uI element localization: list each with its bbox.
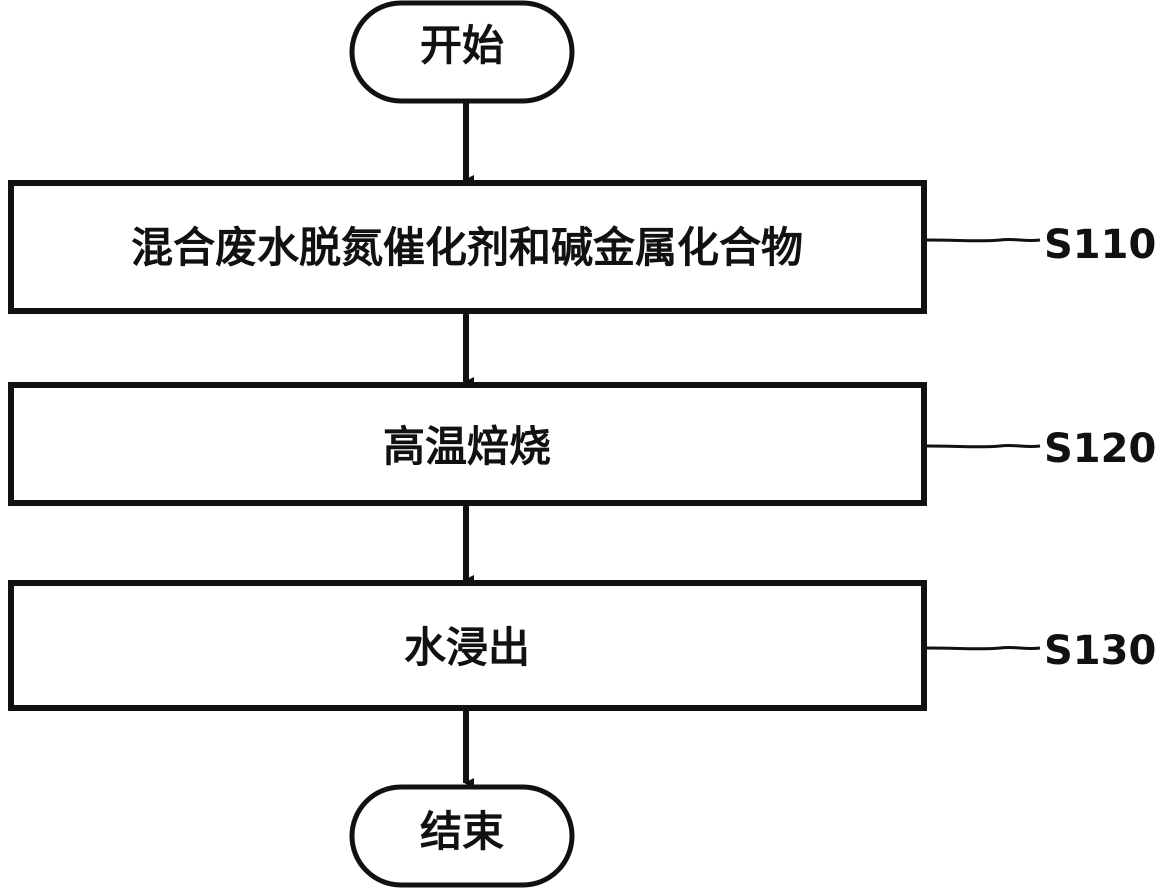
end-terminal: 结束 [349, 784, 575, 888]
start-terminal: 开始 [349, 0, 575, 104]
step-text-s110: 混合废水脱氮催化剂和碱金属化合物 [131, 223, 803, 272]
end-terminal-text: 结束 [420, 807, 504, 856]
step-box-s110: 混合废水脱氮催化剂和碱金属化合物 [8, 180, 927, 314]
step-text-s120: 高温焙烧 [383, 422, 551, 471]
leader-line-s110 [926, 237, 1041, 243]
leader-line-s130 [926, 645, 1041, 651]
step-box-s120: 高温焙烧 [8, 382, 927, 506]
start-terminal-text: 开始 [420, 21, 504, 70]
leader-line-s120 [926, 443, 1041, 449]
step-text-s130: 水浸出 [404, 623, 530, 672]
step-label-s130: S130 [1044, 628, 1156, 674]
step-label-s120: S120 [1044, 426, 1156, 472]
step-box-s130: 水浸出 [8, 580, 927, 711]
step-label-s110: S110 [1044, 222, 1156, 268]
